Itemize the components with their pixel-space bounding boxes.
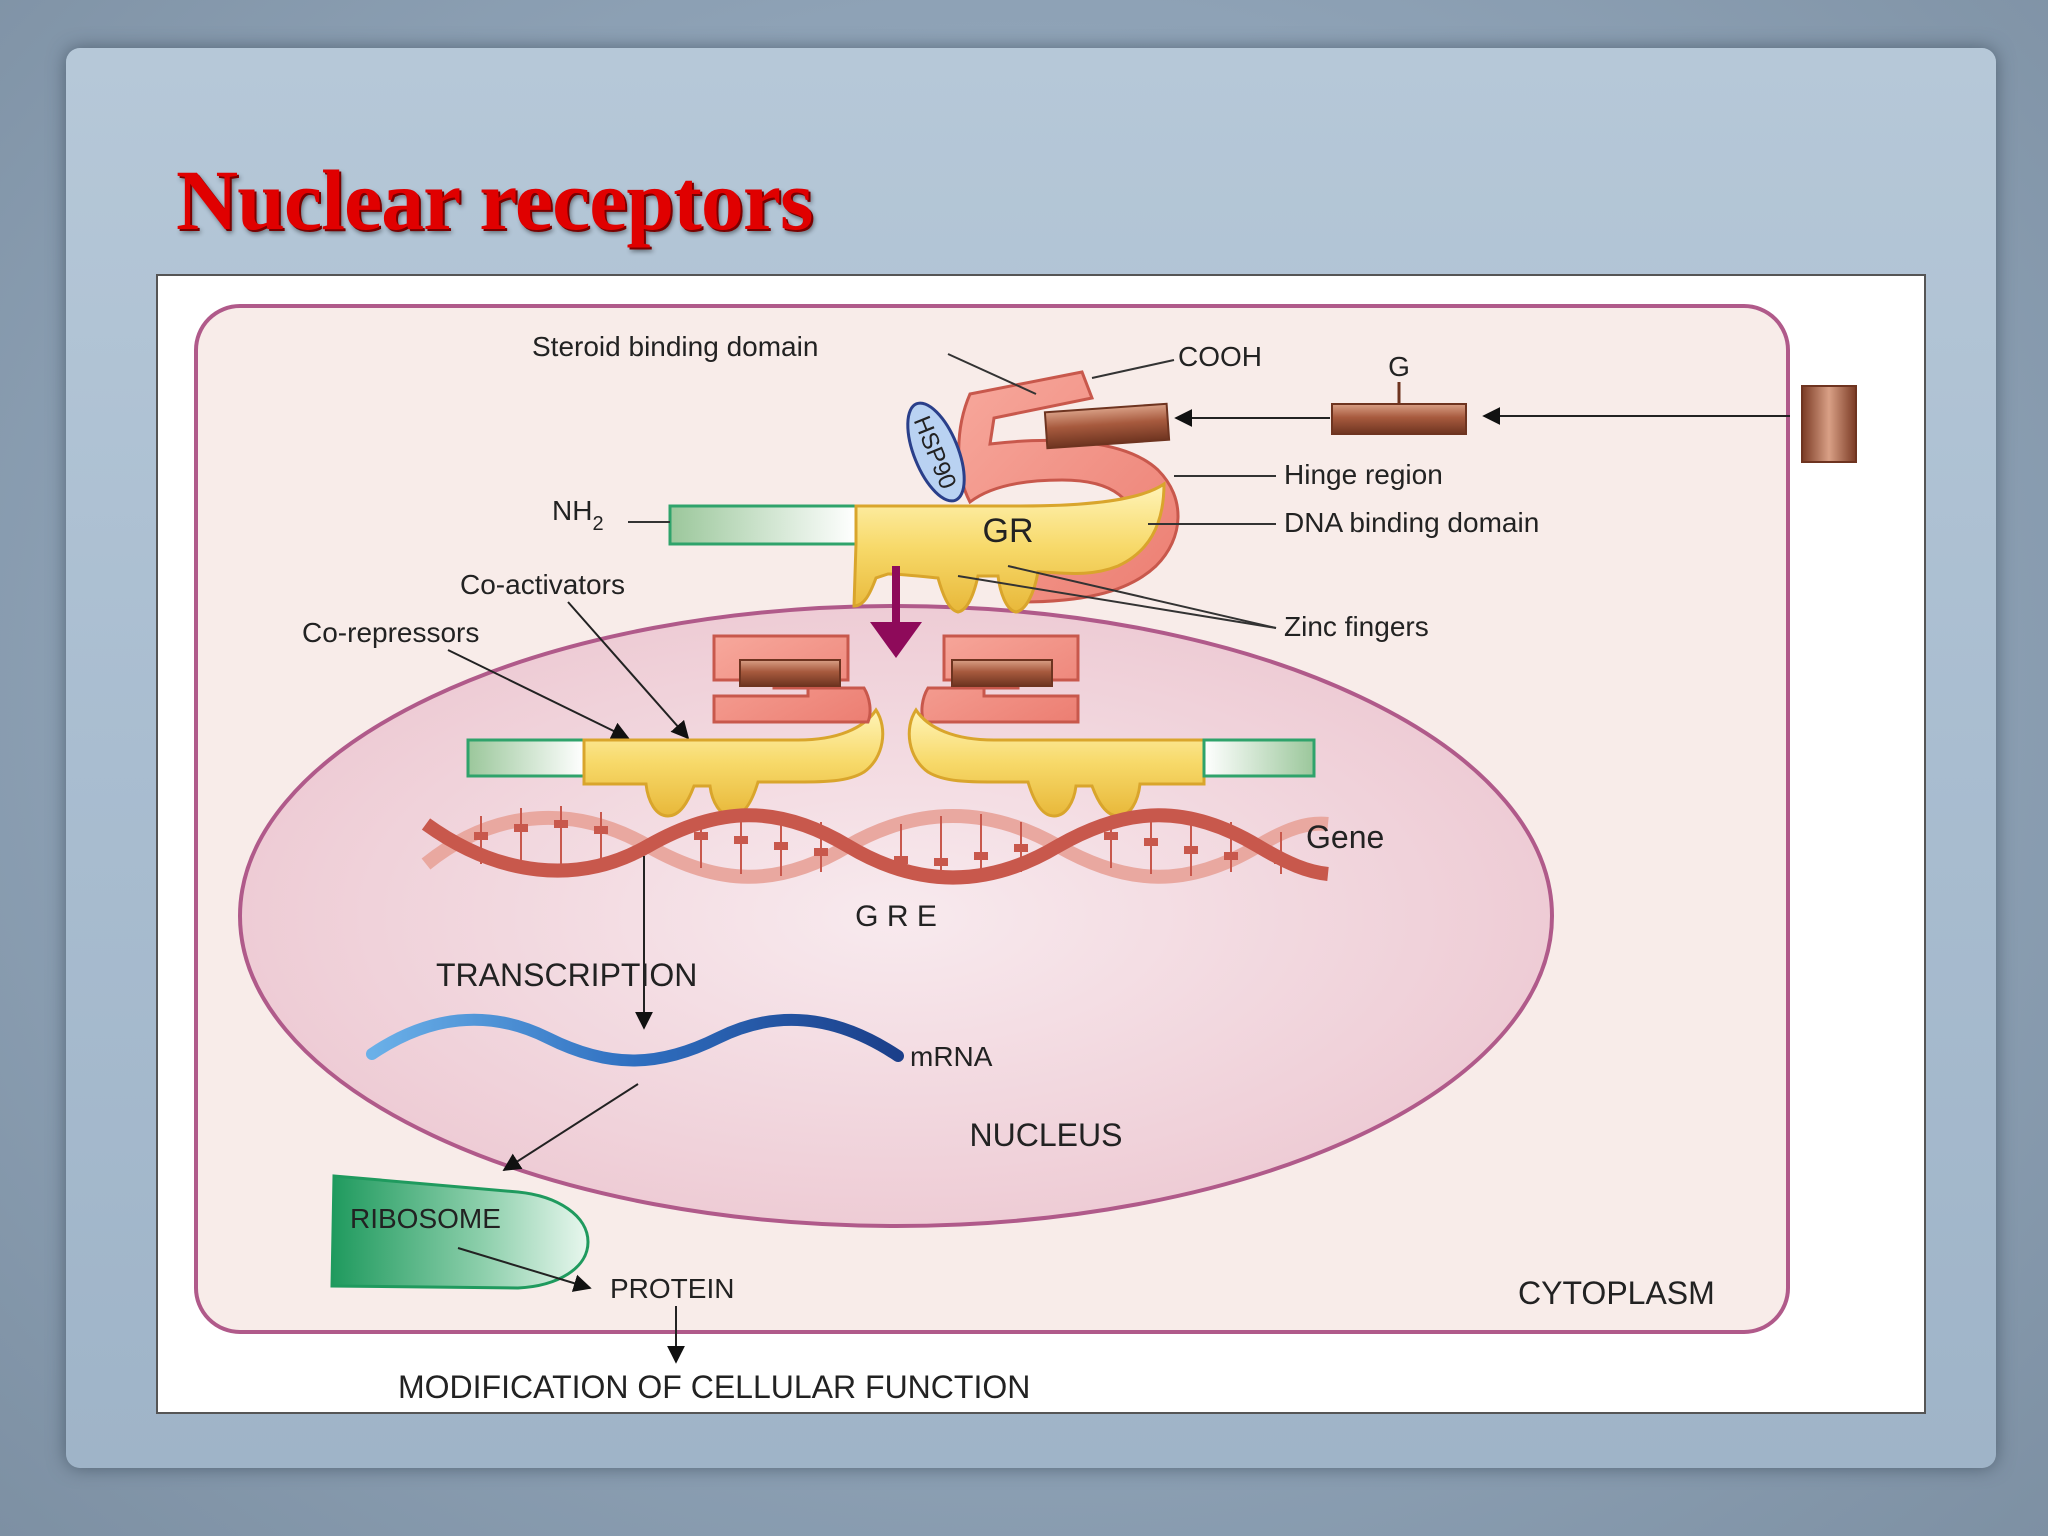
label-co-repressors: Co-repressors — [302, 617, 479, 648]
leader-zinc-fingers-2 — [957, 575, 1277, 629]
label-steroid-binding-domain: Steroid binding domain — [532, 331, 818, 362]
label-gene: Gene — [1306, 819, 1384, 855]
label-co-activators: Co-activators — [460, 569, 625, 600]
nh2-terminal-top — [668, 504, 858, 546]
nuclear-receptor-diagram: G HSP90 GR NH2 Steroid binding domain CO… — [194, 304, 1857, 1405]
label-nh2: NH2 — [552, 495, 604, 535]
label-dna-binding-domain: DNA binding domain — [1284, 507, 1539, 538]
leader-zinc-fingers-1 — [1007, 565, 1277, 629]
ligand-g — [1331, 403, 1467, 435]
arrow-to-ribosome — [502, 1083, 639, 1171]
bound-ligand-top — [1043, 402, 1171, 450]
gr-dna-binding-domain-left — [582, 707, 885, 818]
label-mrna: mRNA — [910, 1041, 993, 1072]
label-ribosome: RIBOSOME — [350, 1203, 501, 1234]
dna-rungs — [480, 806, 1282, 882]
gr-dna-binding-domain-top — [852, 481, 1166, 614]
arrow-translocation-head — [870, 622, 922, 658]
ribosome — [330, 1174, 590, 1290]
leader-co-repressors — [447, 649, 630, 739]
label-protein: PROTEIN — [610, 1273, 734, 1304]
label-g: G — [1388, 351, 1410, 382]
bound-ligand-right — [951, 659, 1053, 687]
label-zinc-fingers: Zinc fingers — [1284, 611, 1429, 642]
leader-steroid-binding-domain — [947, 353, 1037, 395]
slide-title: Nuclear receptors — [176, 152, 814, 248]
nh2-terminal-left — [466, 738, 586, 778]
label-gre: G R E — [855, 900, 937, 933]
label-nucleus: NUCLEUS — [970, 1117, 1123, 1153]
label-cooh: COOH — [1178, 341, 1262, 372]
nh2-base: NH — [552, 495, 592, 526]
leader-co-activators — [567, 601, 690, 740]
steroid-ligand-outside — [1801, 385, 1857, 463]
label-hinge-region: Hinge region — [1284, 459, 1443, 490]
mrna-strand — [366, 1013, 904, 1067]
dna-helix — [421, 806, 1329, 885]
leader-cooh — [1091, 359, 1175, 379]
nh2-terminal-right — [1202, 738, 1316, 778]
diagram-frame: G HSP90 GR NH2 Steroid binding domain CO… — [156, 274, 1926, 1414]
nh2-sub: 2 — [592, 513, 603, 535]
label-transcription: TRANSCRIPTION — [436, 957, 697, 993]
label-cytoplasm: CYTOPLASM — [1518, 1275, 1715, 1311]
arrow-to-protein — [457, 1247, 592, 1292]
label-gr: GR — [983, 512, 1034, 550]
bound-ligand-left — [739, 659, 841, 687]
label-modification: MODIFICATION OF CELLULAR FUNCTION — [398, 1369, 1030, 1405]
